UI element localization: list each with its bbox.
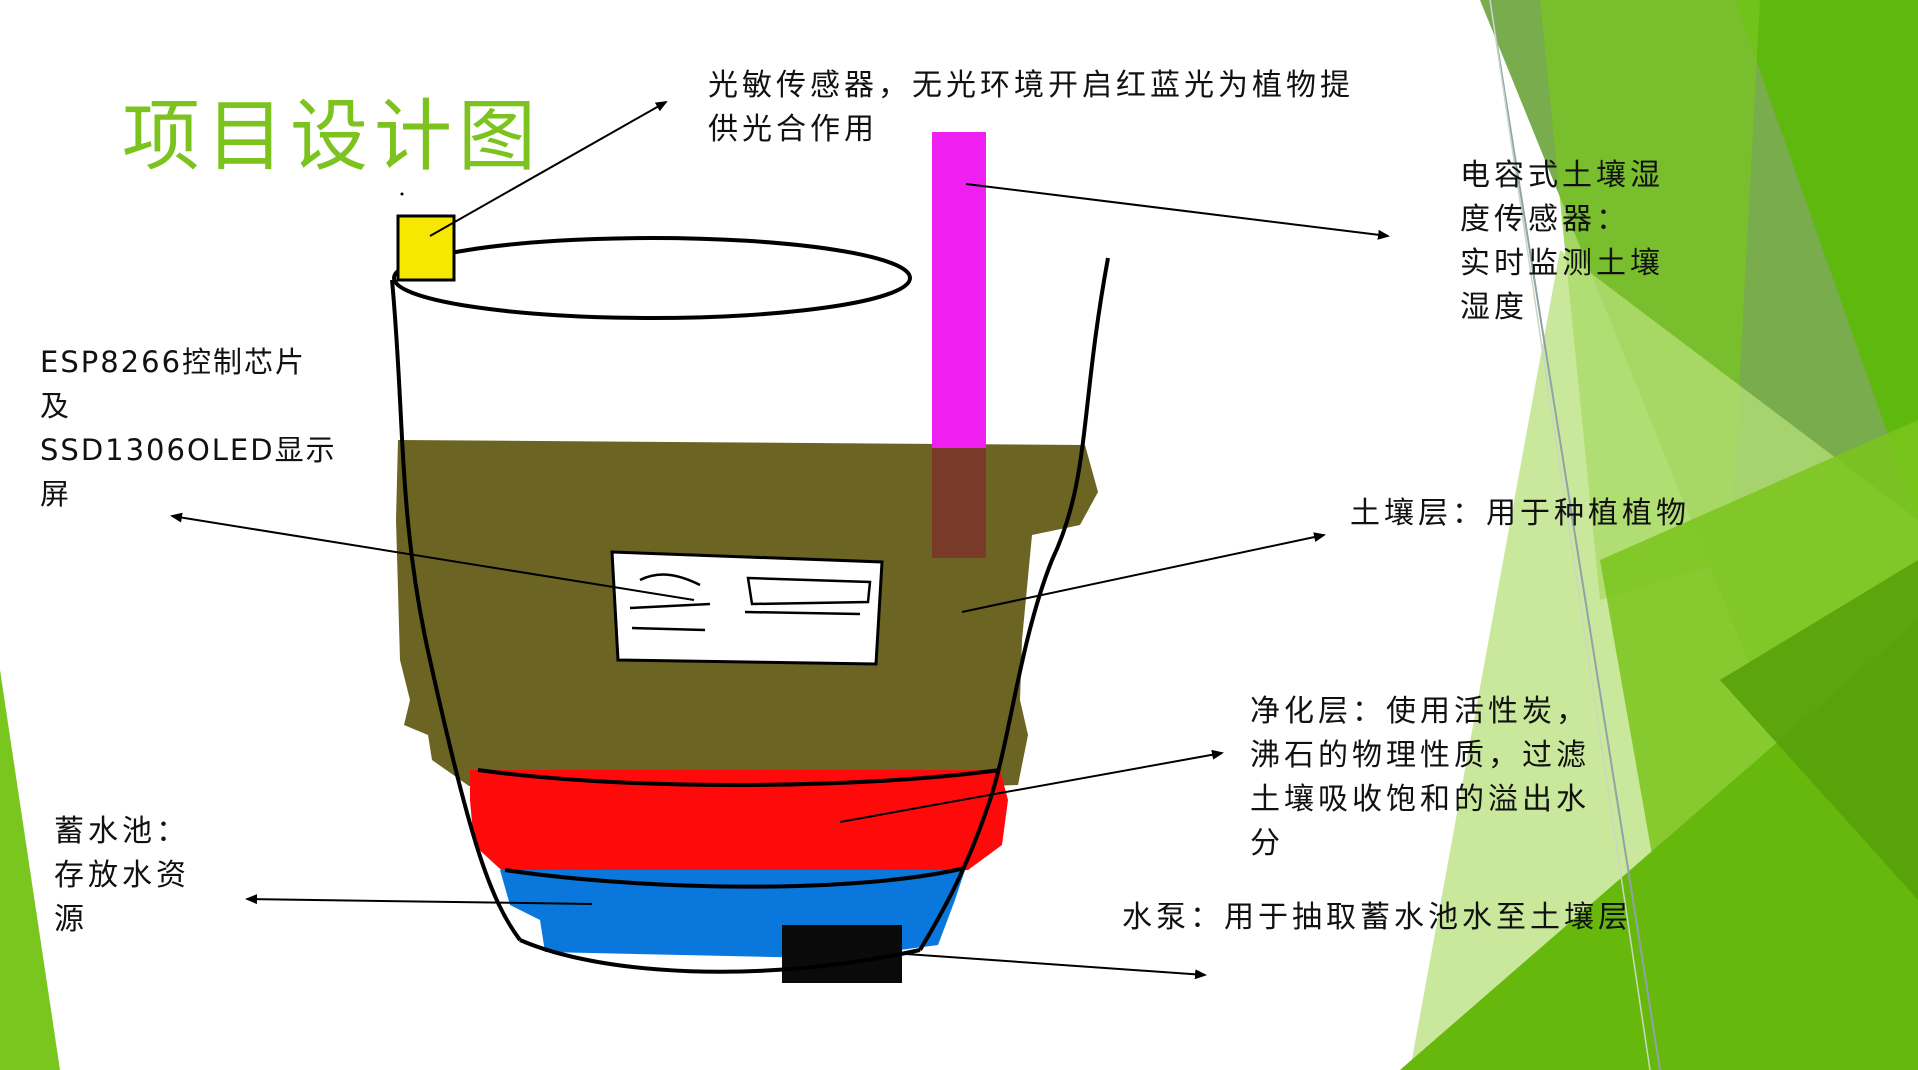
moisture-sensor-label: 电容式土壤湿 度传感器： 实时监测土壤 湿度 [1460,158,1664,325]
arrow-soil-layer [961,532,1326,613]
arrow-pump [905,953,1207,980]
moisture-probe [932,132,986,448]
controller-label: ESP8266控制芯片 及 SSD1306OLED显示 屏 [40,345,337,511]
page-title: 项目设计图 [122,92,543,182]
arrow-purification-layer [839,749,1224,823]
purification-layer-label: 净化层：使用活性炭， 沸石的物理性质，过滤 土壤吸收饱和的溢出水 分 [1250,694,1590,861]
pot-outline [390,236,1110,974]
arrow-controller [170,512,695,601]
oled-display [610,550,884,666]
soil-layer-label: 土壤层：用于种植植物 [1350,496,1690,531]
arrow-reservoir [245,894,593,905]
arrow-light-sensor [429,101,668,237]
moisture-probe-in-soil [932,448,986,558]
light-sensor [396,214,456,282]
water-pump [782,925,902,983]
reservoir-label: 蓄水池： 存放水资 源 [54,814,190,937]
callout-arrows [170,101,1390,980]
arrow-moisture-sensor [965,183,1390,240]
pump-label: 水泵：用于抽取蓄水池水至土壤层 [1122,900,1632,935]
purification-layer [470,770,1008,878]
light-sensor-label: 光敏传感器，无光环境开启红蓝光为植物提 供光合作用 [708,68,1354,147]
